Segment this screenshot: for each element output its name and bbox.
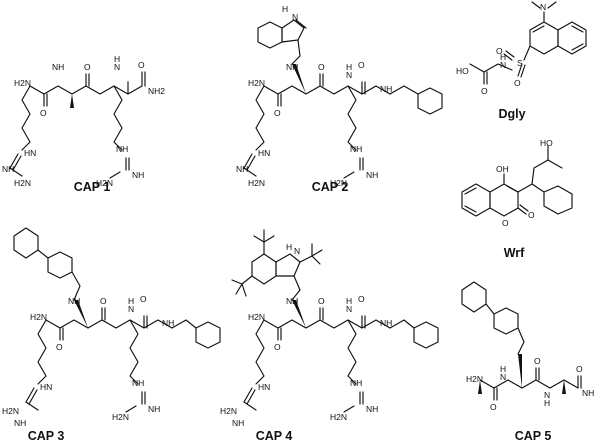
atom-o: O (534, 356, 541, 366)
structure-cap3: H2N O NH O H N O NH HN H2N NH NH H2N NH (2, 227, 221, 428)
atom-h: H (544, 398, 550, 408)
atom-h2n: H2N (96, 178, 113, 188)
atom-o: O (576, 364, 583, 374)
atom-hn: HN (258, 382, 270, 392)
atom-nh: NH (2, 164, 14, 174)
atom-hn: HN (24, 148, 36, 158)
atom-nh: NH (286, 62, 298, 72)
atom-nh: NH (366, 404, 378, 414)
atom-nh: NH (148, 404, 160, 414)
atom-o: O (528, 210, 535, 220)
structure-cap2: H N H2N O NH O H N O NH HN H2N NH NH H2N… (236, 4, 443, 188)
atom-nh: NH (236, 164, 248, 174)
atom-h2n: H2N (2, 406, 19, 416)
atom-h: H (114, 54, 120, 64)
atom-nh: NH (14, 418, 26, 428)
atom-h: H (500, 364, 506, 374)
atom-o: O (358, 60, 365, 70)
atom-hn: HN (258, 148, 270, 158)
atom-nh: NH (286, 296, 298, 306)
atom-o: O (140, 294, 147, 304)
atom-o: O (514, 78, 521, 88)
atom-o: O (318, 62, 325, 72)
structure-cap1: H2N O NH O N H O NH2 HN H2N NH NH H2N NH (2, 54, 165, 188)
atom-n: N (128, 304, 134, 314)
atom-h2n: H2N (14, 178, 31, 188)
atom-n: N (294, 246, 300, 256)
atom-nh: NH (52, 62, 64, 72)
atom-o: O (502, 218, 509, 228)
structure-wrf: OH O O HO (461, 138, 573, 228)
atom-o: O (56, 342, 63, 352)
atom-o: O (138, 60, 145, 70)
atom-h2n: H2N (248, 78, 265, 88)
structure-cap4: N H H2N O NH O H N O NH HN H2N NH NH H2N… (220, 229, 439, 428)
atom-hn: HN (40, 382, 52, 392)
atom-n: N (346, 70, 352, 80)
atom-nh: NH (232, 418, 244, 428)
atom-n: N (346, 304, 352, 314)
atom-h2n: H2N (112, 412, 129, 422)
atom-h2n: H2N (330, 412, 347, 422)
atom-h2n: H2N (248, 178, 265, 188)
atom-h: H (128, 296, 134, 306)
atom-nh: NH (162, 318, 174, 328)
atom-o: O (318, 296, 325, 306)
atom-h2n: H2N (14, 78, 31, 88)
atom-ho: HO (456, 66, 469, 76)
atom-nh: NH (68, 296, 80, 306)
atom-nh: NH (132, 378, 144, 388)
atom-ho: HO (540, 138, 553, 148)
atom-n: N (500, 372, 506, 382)
atom-s: S (517, 58, 523, 68)
atom-h2n: H2N (248, 312, 265, 322)
atom-nh: NH (350, 144, 362, 154)
atom-o: O (274, 342, 281, 352)
atom-o: O (274, 108, 281, 118)
atom-n: N (540, 2, 546, 12)
atom-nh: NH (380, 318, 392, 328)
atom-h: H (282, 4, 288, 14)
atom-n: N (500, 60, 506, 70)
atom-o: O (490, 402, 497, 412)
atom-nh: NH (582, 388, 594, 398)
atom-nh: NH (366, 170, 378, 180)
label-cap3: CAP 3 (28, 429, 65, 443)
label-dgly: Dgly (498, 107, 525, 121)
atom-o: O (481, 86, 488, 96)
label-cap1: CAP 1 (74, 180, 111, 194)
atom-h: H (346, 296, 352, 306)
structure-cap5: H2N O H N O N H O NH (461, 281, 594, 412)
atom-h2n: H2N (220, 406, 237, 416)
atom-nh: NH (116, 144, 128, 154)
atom-nh: NH (380, 84, 392, 94)
atom-oh: OH (496, 164, 509, 174)
atom-n: N (292, 12, 298, 22)
atom-h2n: H2N (330, 178, 347, 188)
atom-nh: NH (350, 378, 362, 388)
atom-o: O (100, 296, 107, 306)
atom-h2n: H2N (30, 312, 47, 322)
atom-h2n: H2N (466, 374, 483, 384)
atom-n: N (114, 62, 120, 72)
structure-dgly: N S O O H N HO O (456, 1, 587, 96)
atom-h: H (286, 242, 292, 252)
atom-h: H (346, 62, 352, 72)
label-wrf: Wrf (504, 246, 525, 260)
atom-o: O (84, 62, 91, 72)
atom-o: O (40, 108, 47, 118)
label-cap2: CAP 2 (312, 180, 349, 194)
label-cap5: CAP 5 (515, 429, 552, 443)
atom-n: N (544, 390, 550, 400)
atom-nh2: NH2 (148, 86, 165, 96)
atom-h: H (500, 52, 506, 62)
atom-o: O (358, 294, 365, 304)
atom-o: O (496, 46, 503, 56)
label-cap4: CAP 4 (256, 429, 293, 443)
atom-nh: NH (132, 170, 144, 180)
